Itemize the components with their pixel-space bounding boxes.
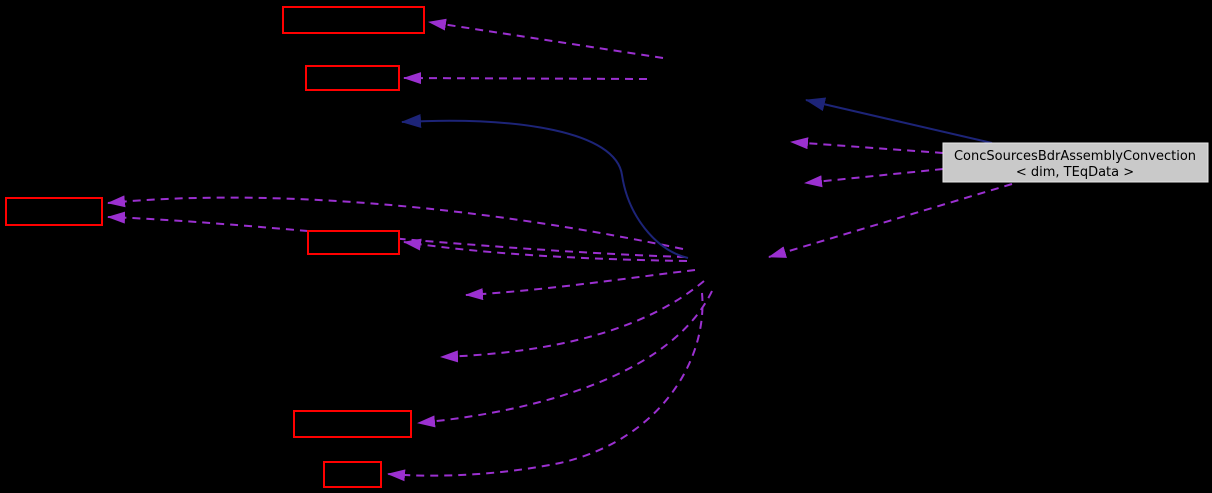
usage-edge-5 bbox=[768, 183, 1013, 258]
usage-edge-10 bbox=[440, 280, 705, 363]
inheritance-edge-2 bbox=[401, 114, 689, 259]
truncated-class-node-5[interactable] bbox=[293, 410, 412, 438]
usage-edge-3 bbox=[790, 137, 944, 154]
truncated-class-node-1[interactable] bbox=[282, 6, 425, 34]
current-class-template-args: < dim, TEqData > bbox=[1016, 165, 1134, 180]
current-class-name: ConcSourcesBdrAssemblyConvection bbox=[954, 149, 1196, 164]
current-class-node[interactable]: ConcSourcesBdrAssemblyConvection < dim, … bbox=[942, 142, 1209, 183]
truncated-class-node-4[interactable] bbox=[307, 230, 400, 255]
usage-edge-1 bbox=[428, 18, 664, 59]
inheritance-edge-1 bbox=[805, 97, 993, 144]
truncated-class-node-3[interactable] bbox=[5, 197, 103, 226]
usage-edge-12 bbox=[387, 292, 704, 482]
usage-edge-6 bbox=[107, 195, 684, 250]
truncated-class-node-2[interactable] bbox=[305, 65, 400, 91]
current-class-node-box[interactable] bbox=[942, 142, 1209, 183]
usage-edge-4 bbox=[804, 168, 944, 188]
usage-edge-9 bbox=[465, 269, 696, 301]
usage-edge-7 bbox=[107, 211, 686, 258]
usage-edge-2 bbox=[403, 72, 648, 85]
truncated-class-node-6[interactable] bbox=[323, 461, 382, 488]
usage-edge-8 bbox=[403, 238, 688, 262]
usage-edge-11 bbox=[417, 290, 713, 428]
